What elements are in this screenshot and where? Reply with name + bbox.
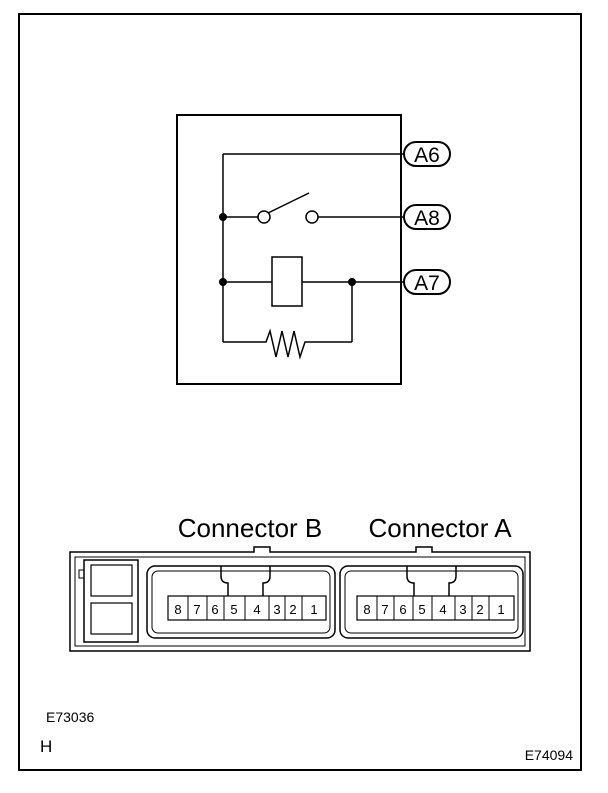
figure-code: E73036 — [46, 709, 94, 725]
page-frame — [18, 13, 582, 771]
connector-a-key — [448, 566, 457, 596]
connector-a-key — [406, 566, 415, 596]
resistor — [223, 328, 352, 360]
terminal-label: A6 — [414, 144, 440, 167]
switch-blade — [267, 192, 310, 214]
pin-number: 3 — [273, 602, 280, 617]
terminal-label: A7 — [414, 272, 440, 295]
switch-contact-left — [257, 210, 271, 224]
connector-b-key — [262, 566, 271, 596]
connector-housing — [69, 546, 531, 652]
switch-contact-right — [305, 210, 319, 224]
figure-letter: H — [40, 737, 52, 756]
pin-number: 7 — [381, 602, 388, 617]
terminal-badge — [403, 269, 451, 295]
terminal-a8: A8 — [403, 204, 451, 230]
terminal-badge — [403, 204, 451, 230]
connector-a: 8 7 6 5 4 3 2 1 — [339, 565, 524, 639]
pin-number: 5 — [230, 602, 237, 617]
relay-coil — [271, 256, 303, 307]
pin-number: 2 — [476, 602, 483, 617]
junction-dot — [219, 213, 227, 221]
connector-a-pin-row — [356, 595, 515, 621]
connector-a-title: Connector A — [368, 513, 512, 543]
terminal-label: A8 — [414, 207, 440, 230]
lock-window-bottom — [90, 602, 133, 635]
pin-number: 7 — [193, 602, 200, 617]
connector-b-title: Connector B — [178, 513, 323, 543]
pin-number: 8 — [363, 602, 370, 617]
terminal-a7: A7 — [403, 269, 451, 295]
pin-number: 4 — [253, 602, 260, 617]
pin-number: 4 — [439, 602, 446, 617]
pin-number: 8 — [174, 602, 181, 617]
pin-number: 1 — [310, 602, 317, 617]
connector-a-cavity — [339, 565, 524, 639]
lock-tab — [78, 569, 85, 579]
junction-dot — [219, 278, 227, 286]
connector-b: 8 7 6 5 4 3 2 1 — [146, 565, 336, 639]
terminal-badge — [403, 141, 451, 167]
lock-block — [83, 559, 139, 643]
connector-b-key — [220, 566, 229, 596]
pin-number: 5 — [418, 602, 425, 617]
lock-window-top — [90, 564, 133, 597]
pin-number: 6 — [399, 602, 406, 617]
terminal-a6: A6 — [403, 141, 451, 167]
connector-assembly: 8 7 6 5 4 3 2 1 8 7 6 5 4 — [69, 546, 531, 652]
connector-b-pin-row — [167, 595, 327, 621]
pin-number: 2 — [289, 602, 296, 617]
relay-housing — [176, 114, 402, 385]
relay-schematic: A6 A8 A7 — [176, 114, 451, 385]
connector-b-cavity-inner — [151, 570, 331, 634]
connector-b-cavity — [146, 565, 336, 639]
pin-number: 1 — [497, 602, 504, 617]
pin-number: 3 — [459, 602, 466, 617]
pin-number: 6 — [211, 602, 218, 617]
connector-housing-inner — [74, 556, 526, 647]
connector-a-cavity-inner — [344, 570, 519, 634]
page-code: E74094 — [525, 747, 573, 763]
